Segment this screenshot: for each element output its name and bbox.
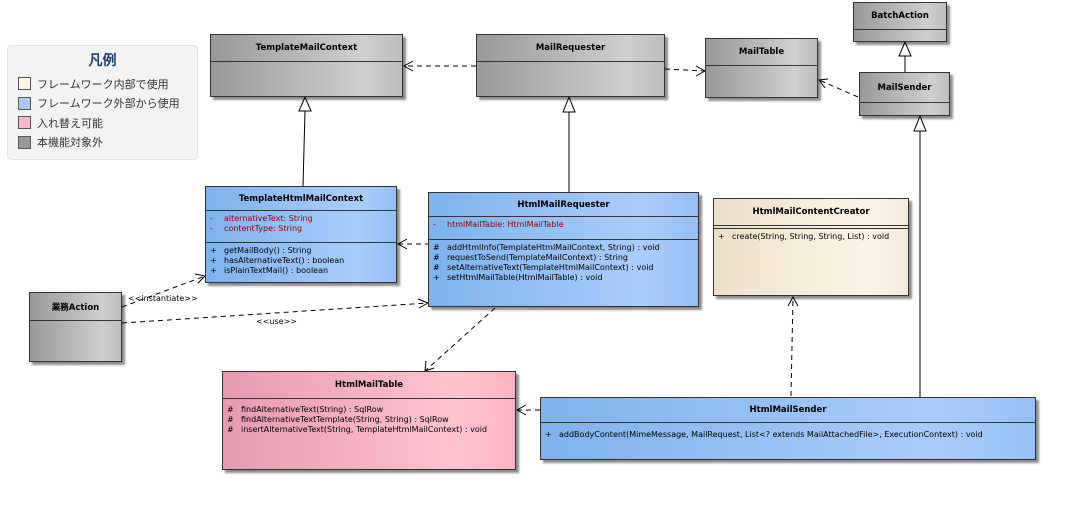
dependency-line-use — [121, 302, 429, 324]
class-mail-requester[interactable]: MailRequester — [476, 34, 665, 97]
class-html-mail-table[interactable]: HtmlMailTable # findAlternativeText(Stri… — [222, 371, 516, 470]
class-name: HtmlMailRequester — [429, 193, 698, 217]
generalization-arrowhead — [898, 40, 912, 57]
legend-item: フレームワーク内部で使用 — [8, 74, 197, 94]
class-name: HtmlMailContentCreator — [714, 199, 908, 226]
open-arrowhead — [515, 404, 527, 416]
stereotype-label-use: <<use>> — [256, 317, 297, 326]
open-arrowhead — [787, 295, 799, 307]
legend-item-label: フレームワーク内部で使用 — [37, 77, 169, 91]
legend-item: 入れ替え可能 — [8, 113, 197, 133]
class-name: MailTable — [706, 39, 817, 66]
legend-swatch-blue — [18, 96, 31, 110]
class-template-mail-context[interactable]: TemplateMailContext — [210, 34, 403, 97]
legend-title: 凡例 — [88, 53, 117, 69]
legend-panel: 凡例 フレームワーク内部で使用 フレームワーク外部から使用 入れ替え可能 本機能… — [7, 45, 198, 160]
operation-row: + getMailBody() : String — [210, 246, 312, 255]
operations-section: + getMailBody() : String + hasAlternativ… — [206, 243, 396, 279]
generalization-line-template-html-mail-context — [302, 110, 306, 187]
legend-item: フレームワーク外部から使用 — [8, 94, 197, 114]
legend-swatch-cream — [18, 77, 31, 91]
dependency-line — [424, 307, 496, 372]
generalization-arrowhead — [298, 95, 312, 112]
operations-section: + create(String, String, String, List) :… — [714, 229, 908, 245]
class-mail-table[interactable]: MailTable — [705, 38, 818, 98]
class-name: MailSender — [860, 73, 949, 103]
generalization-arrowhead — [913, 114, 927, 132]
attributes-section — [714, 226, 908, 229]
class-name: BatchAction — [854, 3, 946, 30]
stereotype-label-instantiate: <<instantiate>> — [128, 294, 198, 303]
class-name: TemplateMailContext — [211, 35, 402, 62]
dependency-line — [790, 296, 794, 397]
legend-item-label: フレームワーク外部から使用 — [37, 97, 180, 111]
class-business-action[interactable]: 業務Action — [29, 292, 122, 362]
legend-item: 本機能対象外 — [8, 133, 197, 153]
legend-item-label: 入れ替え可能 — [37, 116, 103, 130]
open-arrowhead — [402, 60, 414, 72]
operations-section: # addHtmlInfo(TemplateHtmlMailContext, S… — [429, 240, 698, 286]
operation-row: # findAlternativeTextTemplate(String, St… — [227, 415, 449, 424]
operation-row: # findAlternativeText(String) : SqlRow — [227, 405, 384, 414]
dependency-line-instantiate — [121, 275, 206, 308]
operation-row: + create(String, String, String, List) :… — [718, 232, 890, 241]
class-name: MailRequester — [477, 35, 664, 62]
class-name: TemplateHtmlMailContext — [206, 187, 396, 211]
attributes-section: - htmlMailTable: HtmlMailTable — [429, 217, 698, 240]
open-arrowhead — [396, 238, 408, 250]
operations-section: # findAlternativeText(String) : SqlRow #… — [223, 399, 515, 438]
legend-swatch-pink — [18, 116, 31, 130]
operation-row: + hasAlternativeText() : boolean — [210, 256, 345, 265]
open-arrowhead — [194, 273, 207, 284]
operation-row: # addHtmlInfo(TemplateHtmlMailContext, S… — [433, 243, 660, 252]
class-name: HtmlMailSender — [541, 398, 1035, 423]
open-arrowhead — [818, 78, 829, 89]
class-mail-sender[interactable]: MailSender — [859, 72, 950, 116]
operation-row: + addBodyContent(MimeMessage, MailReques… — [545, 430, 983, 439]
operation-row: + setHtmlMailTable(HtmlMailTable) : void — [433, 273, 603, 282]
operation-row: # insertAlternativeText(String, Template… — [227, 425, 488, 434]
dependency-line — [818, 79, 859, 98]
class-name: HtmlMailTable — [223, 372, 515, 399]
attribute-row: - alternativeText: String — [210, 214, 313, 223]
legend-item-label: 本機能対象外 — [37, 136, 103, 150]
dependency-line — [664, 68, 706, 72]
legend-swatch-gray — [18, 135, 31, 149]
class-html-mail-content-creator[interactable]: HtmlMailContentCreator + create(String, … — [713, 198, 909, 296]
operation-row: # requestToSend(TemplateMailContext) : S… — [433, 253, 628, 262]
attribute-row: - htmlMailTable: HtmlMailTable — [433, 220, 564, 229]
class-name: 業務Action — [30, 293, 121, 321]
attribute-row: - contentType: String — [210, 224, 303, 233]
class-batch-action[interactable]: BatchAction — [853, 2, 947, 42]
operation-row: # setAlternativeText(TemplateHtmlMailCon… — [433, 263, 654, 272]
operation-row: + isPlainTextMail() : boolean — [210, 266, 329, 275]
class-html-mail-sender[interactable]: HtmlMailSender + addBodyContent(MimeMess… — [540, 397, 1036, 460]
operations-section: + addBodyContent(MimeMessage, MailReques… — [541, 423, 1035, 443]
class-html-mail-requester[interactable]: HtmlMailRequester - htmlMailTable: HtmlM… — [428, 192, 699, 307]
class-template-html-mail-context[interactable]: TemplateHtmlMailContext - alternativeTex… — [205, 186, 397, 283]
generalization-arrowhead — [562, 95, 576, 113]
attributes-section: - alternativeText: String - contentType:… — [206, 211, 396, 243]
